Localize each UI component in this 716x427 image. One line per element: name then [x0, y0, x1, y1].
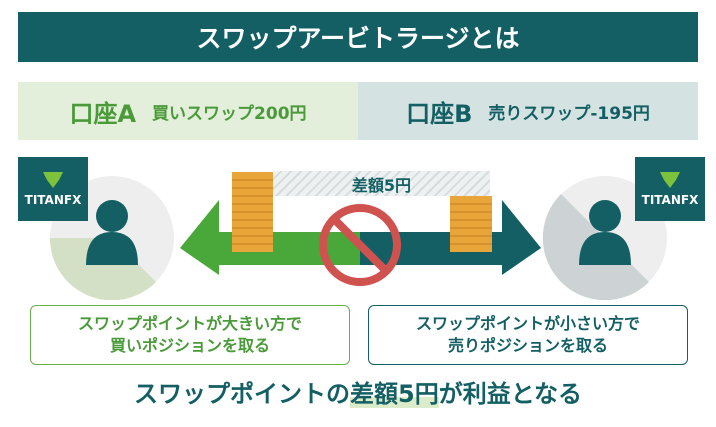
- buy-position-box: スワップポイントが大きい方で 買いポジションを取る: [30, 305, 350, 365]
- box-right-line1: スワップポイントが小さい方で: [415, 314, 640, 333]
- account-a-name: 口座A: [69, 99, 137, 128]
- account-b-header: 口座B 売りスワップ-195円: [358, 82, 698, 140]
- account-a-swap: 買いスワップ200円: [152, 103, 307, 124]
- titanfx-logo-b: TITANFX: [635, 157, 705, 221]
- conclusion-text: スワップポイントの差額5円が利益となる: [0, 374, 716, 409]
- titanfx-logo-a: TITANFX: [18, 157, 88, 221]
- box-right-line2: 売りポジションを取る: [447, 336, 608, 355]
- sell-position-box: スワップポイントが小さい方で 売りポジションを取る: [368, 305, 688, 365]
- titan-shield-icon: [660, 172, 680, 188]
- account-a-header: 口座A 買いスワップ200円: [18, 82, 358, 140]
- difference-label: 差額5円: [273, 171, 490, 196]
- coin-stack-right: [450, 196, 492, 252]
- user-b-icon: [542, 176, 667, 300]
- box-left-line1: スワップポイントが大きい方で: [77, 314, 302, 333]
- account-b-swap: 売りスワップ-195円: [488, 103, 650, 124]
- prohibited-icon: [319, 204, 401, 286]
- conclusion-highlight: 差額5円: [350, 380, 439, 408]
- page-title: スワップアービトラージとは: [18, 12, 698, 62]
- account-b-name: 口座B: [406, 99, 473, 128]
- logo-text: TITANFX: [641, 193, 699, 207]
- conclusion-post: が利益となる: [438, 380, 582, 408]
- coin-stack-left: [232, 172, 273, 252]
- diagram-graphics: [49, 172, 667, 300]
- box-left-line2: 買いポジションを取る: [109, 336, 270, 355]
- logo-text: TITANFX: [24, 193, 82, 207]
- conclusion-pre: スワップポイントの: [134, 380, 350, 408]
- titan-shield-icon: [43, 172, 63, 188]
